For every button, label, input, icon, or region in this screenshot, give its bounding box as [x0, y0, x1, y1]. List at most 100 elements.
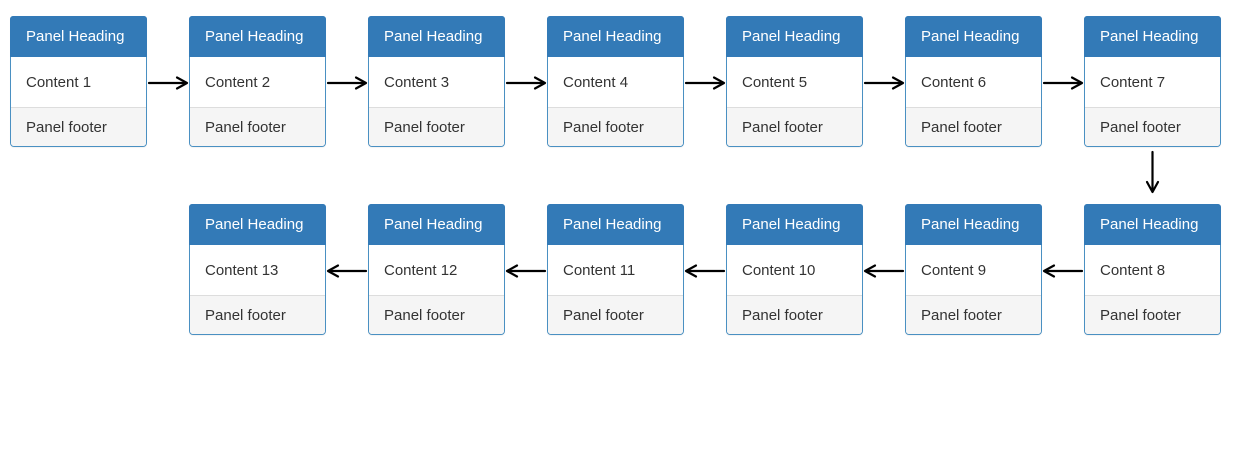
panel-2[interactable]: Panel Heading Content 2 Panel footer [189, 16, 326, 147]
panel-heading: Panel Heading [726, 204, 863, 245]
panel-body: Content 3 [369, 57, 504, 107]
panel-footer-label: Panel footer [205, 118, 286, 136]
panel-1[interactable]: Panel Heading Content 1 Panel footer [10, 16, 147, 147]
panel-footer: Panel footer [369, 107, 504, 146]
panel-9[interactable]: Panel Heading Content 9 Panel footer [905, 204, 1042, 335]
panel-heading-label: Panel Heading [742, 28, 841, 45]
panel-heading: Panel Heading [368, 204, 505, 245]
panel-6[interactable]: Panel Heading Content 6 Panel footer [905, 16, 1042, 147]
panel-body: Content 4 [548, 57, 683, 107]
panel-footer: Panel footer [190, 107, 325, 146]
panel-footer-label: Panel footer [742, 306, 823, 324]
panel-body: Content 12 [369, 245, 504, 295]
panel-3[interactable]: Panel Heading Content 3 Panel footer [368, 16, 505, 147]
panel-5[interactable]: Panel Heading Content 5 Panel footer [726, 16, 863, 147]
panel-footer-label: Panel footer [563, 118, 644, 136]
panel-footer-label: Panel footer [384, 306, 465, 324]
panel-footer: Panel footer [11, 107, 146, 146]
panel-heading: Panel Heading [1084, 204, 1221, 245]
panel-footer: Panel footer [369, 295, 504, 334]
panel-footer-label: Panel footer [563, 306, 644, 324]
panel-body: Content 8 [1085, 245, 1220, 295]
panel-4[interactable]: Panel Heading Content 4 Panel footer [547, 16, 684, 147]
panel-heading-label: Panel Heading [384, 216, 483, 233]
panel-heading: Panel Heading [726, 16, 863, 57]
arrow-left-11-12 [505, 264, 547, 278]
panel-11[interactable]: Panel Heading Content 11 Panel footer [547, 204, 684, 335]
panel-body: Content 5 [727, 57, 862, 107]
panel-body: Content 7 [1085, 57, 1220, 107]
panel-heading-label: Panel Heading [1100, 28, 1199, 45]
panel-footer: Panel footer [1085, 295, 1220, 334]
arrow-right-5-6 [863, 76, 905, 90]
panel-body: Content 13 [190, 245, 325, 295]
panel-footer-label: Panel footer [1100, 306, 1181, 324]
panel-footer: Panel footer [727, 295, 862, 334]
arrow-right-4-5 [684, 76, 726, 90]
panel-heading-label: Panel Heading [563, 28, 662, 45]
panel-10[interactable]: Panel Heading Content 10 Panel footer [726, 204, 863, 335]
panel-content-label: Content 12 [384, 261, 458, 279]
panel-heading-label: Panel Heading [384, 28, 483, 45]
panel-content-label: Content 1 [26, 73, 92, 91]
panel-footer: Panel footer [548, 295, 683, 334]
panel-heading-label: Panel Heading [921, 216, 1020, 233]
panel-footer: Panel footer [906, 295, 1041, 334]
arrow-left-8-9 [1042, 264, 1084, 278]
panel-body: Content 2 [190, 57, 325, 107]
panel-content-label: Content 4 [563, 73, 629, 91]
panel-heading: Panel Heading [547, 16, 684, 57]
panel-footer-label: Panel footer [921, 306, 1002, 324]
panel-heading: Panel Heading [10, 16, 147, 57]
panel-heading-label: Panel Heading [205, 216, 304, 233]
panel-heading: Panel Heading [905, 204, 1042, 245]
panel-content-label: Content 9 [921, 261, 987, 279]
arrow-right-6-7 [1042, 76, 1084, 90]
panel-footer: Panel footer [190, 295, 325, 334]
panel-footer-label: Panel footer [742, 118, 823, 136]
panel-content-label: Content 10 [742, 261, 816, 279]
panel-12[interactable]: Panel Heading Content 12 Panel footer [368, 204, 505, 335]
arrow-right-1-2 [147, 76, 189, 90]
panel-body: Content 1 [11, 57, 146, 107]
arrow-right-2-3 [326, 76, 368, 90]
panel-footer-label: Panel footer [26, 118, 107, 136]
panel-heading-label: Panel Heading [1100, 216, 1199, 233]
panel-13[interactable]: Panel Heading Content 13 Panel footer [189, 204, 326, 335]
panel-body: Content 6 [906, 57, 1041, 107]
panel-content-label: Content 11 [563, 261, 636, 279]
panel-heading: Panel Heading [189, 16, 326, 57]
panel-heading-label: Panel Heading [563, 216, 662, 233]
panel-heading: Panel Heading [1084, 16, 1221, 57]
panel-heading: Panel Heading [189, 204, 326, 245]
panel-body: Content 11 [548, 245, 683, 295]
panel-content-label: Content 6 [921, 73, 987, 91]
panel-7[interactable]: Panel Heading Content 7 Panel footer [1084, 16, 1221, 147]
panel-heading-label: Panel Heading [921, 28, 1020, 45]
panel-heading: Panel Heading [368, 16, 505, 57]
arrow-down-7-8 [1145, 150, 1160, 194]
panel-body: Content 10 [727, 245, 862, 295]
panel-8[interactable]: Panel Heading Content 8 Panel footer [1084, 204, 1221, 335]
panel-footer-label: Panel footer [384, 118, 465, 136]
panel-content-label: Content 2 [205, 73, 271, 91]
arrow-left-12-13 [326, 264, 368, 278]
panel-footer-label: Panel footer [921, 118, 1002, 136]
panel-content-label: Content 7 [1100, 73, 1166, 91]
panel-footer-label: Panel footer [1100, 118, 1181, 136]
arrow-left-9-10 [863, 264, 905, 278]
panel-content-label: Content 8 [1100, 261, 1166, 279]
panel-content-label: Content 5 [742, 73, 808, 91]
panel-footer: Panel footer [1085, 107, 1220, 146]
panel-heading-label: Panel Heading [205, 28, 304, 45]
panel-heading-label: Panel Heading [26, 28, 125, 45]
panel-heading-label: Panel Heading [742, 216, 841, 233]
arrow-right-3-4 [505, 76, 547, 90]
panel-footer: Panel footer [548, 107, 683, 146]
panel-body: Content 9 [906, 245, 1041, 295]
panel-content-label: Content 3 [384, 73, 450, 91]
panel-footer-label: Panel footer [205, 306, 286, 324]
panel-content-label: Content 13 [205, 261, 279, 279]
panel-heading: Panel Heading [547, 204, 684, 245]
